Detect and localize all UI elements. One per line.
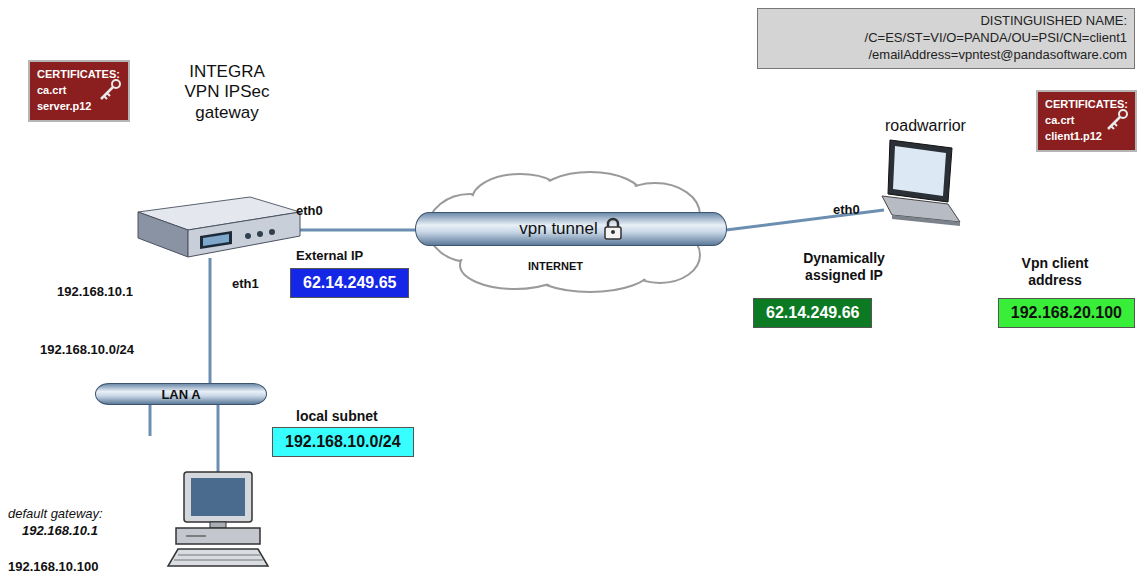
- device-name: roadwarrior: [885, 116, 966, 135]
- gateway-caption: default gateway:: [8, 506, 103, 522]
- subnet-caption: local subnet: [296, 408, 378, 425]
- gateway-address: 192.168.10.1: [22, 523, 98, 539]
- node-heading: 62.14.249.65: [303, 274, 396, 292]
- device-title: INTEGRA VPN IPSec gateway: [172, 62, 282, 123]
- certificate-box: CERTIFICATES:ca.crtserver.p12: [28, 60, 130, 122]
- node-heading: 62.14.249.66: [766, 304, 859, 322]
- node-text: server.p12: [37, 99, 121, 115]
- ip-address-box: 62.14.249.66: [753, 298, 872, 328]
- node-heading: 192.168.20.100: [1011, 304, 1122, 322]
- pc-wire: [217, 405, 220, 472]
- subnet-address: 192.168.10.0/24: [40, 342, 134, 358]
- node-heading: 192.168.10.0/24: [285, 433, 401, 451]
- ip-address-box: 62.14.249.65: [290, 268, 409, 298]
- node-text: ca.crt: [1045, 113, 1128, 129]
- lan-stub: [149, 405, 152, 436]
- interface-name: eth0: [296, 203, 323, 219]
- client-wire: [726, 210, 884, 230]
- interface-caption: External IP: [296, 248, 363, 264]
- node-heading: DISTINGUISHED NAME:: [765, 13, 1127, 30]
- node-text: /C=ES/ST=VI/O=PANDA/OU=PSI/CN=client1 /e…: [765, 30, 1127, 64]
- interface-name: eth0: [833, 202, 860, 218]
- ip-address: 192.168.10.1: [57, 284, 133, 300]
- ip-caption: Dynamically assigned IP: [788, 250, 900, 284]
- ip-address-box: 192.168.20.100: [998, 298, 1135, 328]
- key-icon: [98, 79, 122, 101]
- host-address: 192.168.10.100: [8, 559, 98, 575]
- subnet-box: 192.168.10.0/24: [272, 427, 414, 457]
- node-text: client1.p12: [1045, 129, 1128, 145]
- lan-pipe: LAN A: [95, 383, 267, 405]
- lock-icon: [603, 217, 623, 241]
- gateway-device: [138, 197, 300, 257]
- desktop-pc: [168, 472, 268, 566]
- ip-caption: Vpn client address: [1000, 255, 1110, 289]
- interface-name: eth1: [232, 276, 259, 292]
- certificate-box: CERTIFICATES:ca.crtclient1.p12: [1036, 90, 1137, 152]
- vpn-tunnel-pipe: vpn tunnel: [415, 212, 727, 246]
- node-heading: CERTIFICATES:: [37, 67, 121, 83]
- node-heading: CERTIFICATES:: [1045, 97, 1128, 113]
- key-icon: [1105, 109, 1129, 131]
- node-heading: vpn tunnel: [519, 219, 597, 239]
- laptop: [882, 140, 960, 226]
- distinguished-name-box: DISTINGUISHED NAME:/C=ES/ST=VI/O=PANDA/O…: [757, 8, 1135, 69]
- node-text: ca.crt: [37, 83, 121, 99]
- lan-wire: [209, 258, 212, 384]
- cloud-name: INTERNET: [528, 260, 583, 273]
- node-heading: LAN A: [161, 387, 200, 402]
- eth0-wire: [298, 229, 416, 232]
